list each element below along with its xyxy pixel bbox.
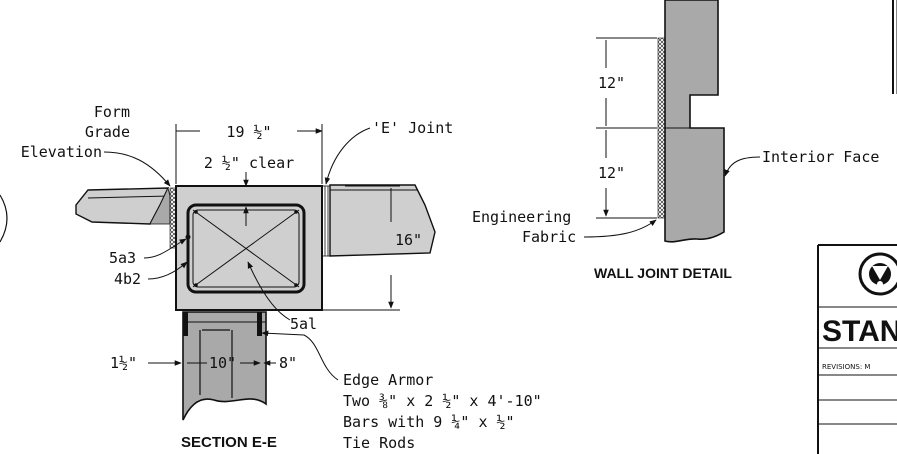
section-e-e: 19 ½" 2 ½" clear Form Grade Elevation 'E…: [0, 103, 542, 452]
edge-armor-line-3: Bars with 9 ¼" x ½": [343, 413, 515, 431]
form-grade-text-3: Elevation: [21, 143, 102, 161]
edge-armor-right: [257, 312, 262, 336]
title-block-heading: STAND: [822, 315, 897, 348]
edge-armor-line-1: Edge Armor: [343, 371, 433, 389]
e-joint-label: 'E' Joint: [372, 119, 453, 137]
interior-face-leader: [724, 156, 761, 177]
bar-dot: [294, 210, 298, 214]
agency-logo-icon: [858, 252, 897, 296]
dim-10-label: 10": [209, 354, 236, 372]
wall-dim-lower: 12": [598, 164, 625, 182]
stirrup-4b2: [186, 203, 306, 294]
bar-5a3-leader: [143, 238, 187, 259]
edge-armor-line-4: Tie Rods: [343, 434, 415, 452]
edge-armor-left: [183, 312, 188, 336]
wall-joint-title: WALL JOINT DETAIL: [594, 265, 732, 281]
wall-joint-detail: 12" 12" Engineering Fabric Interior Face…: [472, 0, 879, 281]
clear-dim-label: 2 ½" clear: [204, 154, 294, 172]
form-grade-leader: [103, 151, 171, 187]
wall-dim-extension: [596, 37, 657, 219]
fabric-label-1: Engineering: [472, 208, 571, 226]
wall-body: [664, 0, 725, 243]
title-block-rows: [818, 306, 897, 425]
e-joint-leader: [324, 127, 371, 185]
bar-dot: [194, 283, 198, 287]
bar-4b2-label: 4b2: [114, 270, 141, 288]
left-slab-top-line: [87, 195, 171, 199]
dim-1-5-label: 1½": [110, 354, 137, 372]
edge-armor-leader: [261, 330, 339, 381]
dim-8-label: 8": [279, 354, 297, 372]
bar-dot: [294, 283, 298, 287]
adjacent-outline: [0, 194, 8, 243]
bar-dot: [194, 210, 198, 214]
support-post: [182, 311, 267, 421]
bar-5a3-label: 5a3: [109, 249, 136, 267]
interior-face-label: Interior Face: [762, 148, 879, 166]
section-cross: [192, 209, 300, 288]
fabric-leader: [583, 219, 657, 238]
wall-dim-upper: 12": [598, 74, 625, 92]
bar-4b2-leader: [147, 261, 188, 280]
width-dim-label: 19 ½": [226, 123, 271, 141]
bar-5a1-leader: [247, 261, 291, 321]
e-joint-filler: [321, 185, 331, 257]
section-title: SECTION E-E: [181, 434, 277, 451]
form-grade-text-2: Grade: [85, 123, 130, 141]
fabric-label-2: Fabric: [522, 228, 576, 246]
edge-armor-line-2: Two ⅜" x 2 ½" x 4'-10": [343, 392, 542, 410]
form-grade-text-1: Form: [94, 103, 130, 121]
title-block-frame: [817, 244, 897, 454]
revisions-label: REVISIONS: M: [822, 363, 870, 371]
height-dim-label: 16": [395, 231, 422, 249]
bar-5a3-dot: [185, 234, 191, 240]
engineering-fabric: [657, 37, 666, 219]
title-block: STAND REVISIONS: M: [817, 0, 897, 454]
bar-5a1-label: 5al: [290, 315, 317, 333]
